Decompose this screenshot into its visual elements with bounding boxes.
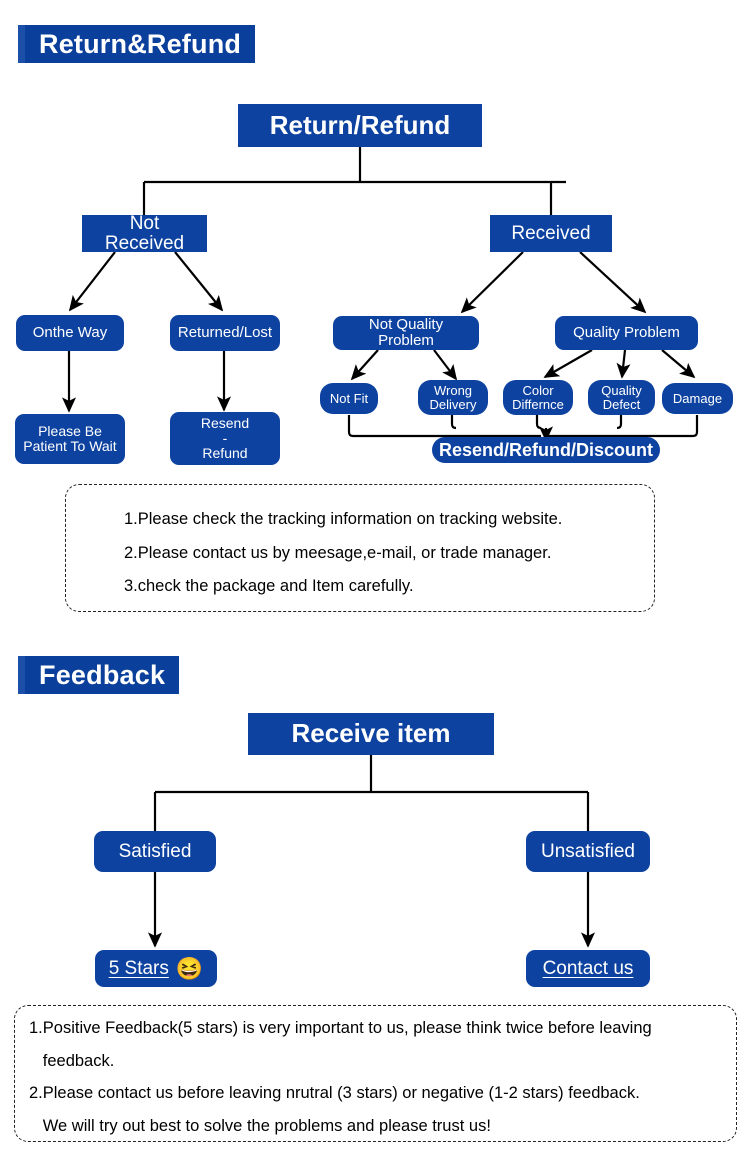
section-header-return-refund: Return&Refund: [18, 25, 256, 63]
node-wrong-delivery[interactable]: Wrong Delivery: [418, 380, 488, 415]
note-line: feedback.: [29, 1051, 115, 1070]
node-please-be-patient[interactable]: Please Be Patient To Wait: [15, 414, 125, 464]
section-accent-bar: [18, 25, 25, 63]
node-label: Not Fit: [329, 390, 369, 406]
five-stars-label: 5 Stars: [108, 957, 169, 979]
section-title-plate: Feedback: [25, 656, 180, 694]
node-label: Satisfied: [118, 840, 192, 862]
section-header-feedback: Feedback: [18, 656, 180, 694]
node-label: Wrong Delivery: [429, 382, 477, 412]
node-label: Not Quality Problem: [368, 316, 444, 349]
node-satisfied[interactable]: Satisfied: [94, 831, 216, 872]
node-label: Damage: [672, 390, 723, 406]
note-line: 3.check the package and Item carefully.: [124, 577, 414, 595]
node-not-received[interactable]: Not Received: [82, 212, 207, 254]
node-label: Returned/Lost: [177, 324, 273, 342]
return-refund-note-box: 1.Please check the tracking information …: [65, 484, 655, 612]
node-receive-item-root[interactable]: Receive item: [248, 713, 494, 755]
feedback-note-box: 1.Positive Feedback(5 stars) is very imp…: [14, 1005, 737, 1142]
node-not-fit[interactable]: Not Fit: [320, 383, 378, 414]
node-unsatisfied[interactable]: Unsatisfied: [526, 831, 650, 872]
node-label: Onthe Way: [32, 324, 108, 342]
laughing-face-icon: 😆: [175, 955, 204, 981]
node-color-differnce[interactable]: Color Differnce: [503, 380, 573, 415]
section-title-text: Return&Refund: [39, 28, 242, 59]
node-contact-us[interactable]: Contact us: [526, 950, 650, 987]
node-label: Received: [511, 222, 591, 244]
node-label: Return/Refund: [269, 109, 451, 140]
note-line: 1.Positive Feedback(5 stars) is very imp…: [29, 1019, 652, 1037]
node-returned-lost[interactable]: Returned/Lost: [170, 315, 280, 351]
node-damage[interactable]: Damage: [662, 383, 733, 414]
note-line: 2.Please contact us by meesage,e-mail, o…: [124, 543, 552, 562]
node-resend-refund-discount[interactable]: Resend/Refund/Discount: [432, 437, 660, 463]
node-received[interactable]: Received: [490, 215, 612, 252]
note-line: 1.Please check the tracking information …: [124, 510, 563, 528]
node-label: Quality Problem: [573, 324, 680, 342]
node-label: Please Be Patient To Wait: [23, 423, 117, 454]
contact-us-label: Contact us: [542, 957, 634, 979]
node-not-quality-problem[interactable]: Not Quality Problem: [333, 316, 479, 350]
note-line: 2.Please contact us before leaving nrutr…: [29, 1084, 640, 1102]
node-label: Resend - Refund: [200, 415, 250, 461]
node-label: Unsatisfied: [541, 840, 635, 862]
node-label: Resend/Refund/Discount: [438, 439, 653, 460]
node-quality-defect[interactable]: Quality Defect: [588, 380, 655, 415]
note-line: We will try out best to solve the proble…: [29, 1116, 491, 1135]
node-resend-refund[interactable]: Resend - Refund: [170, 412, 280, 465]
node-quality-problem[interactable]: Quality Problem: [555, 316, 698, 350]
node-label: Color Differnce: [512, 382, 564, 412]
node-label: Not Received: [104, 212, 185, 254]
node-five-stars[interactable]: 5 Stars 😆: [95, 950, 217, 987]
section-accent-bar: [18, 656, 25, 694]
node-label: Quality Defect: [601, 382, 642, 412]
node-onthe-way[interactable]: Onthe Way: [16, 315, 124, 351]
section-title-text: Feedback: [39, 659, 166, 690]
node-label: Receive item: [291, 718, 451, 749]
node-return-refund-root[interactable]: Return/Refund: [238, 104, 482, 147]
section-title-plate: Return&Refund: [25, 25, 256, 63]
